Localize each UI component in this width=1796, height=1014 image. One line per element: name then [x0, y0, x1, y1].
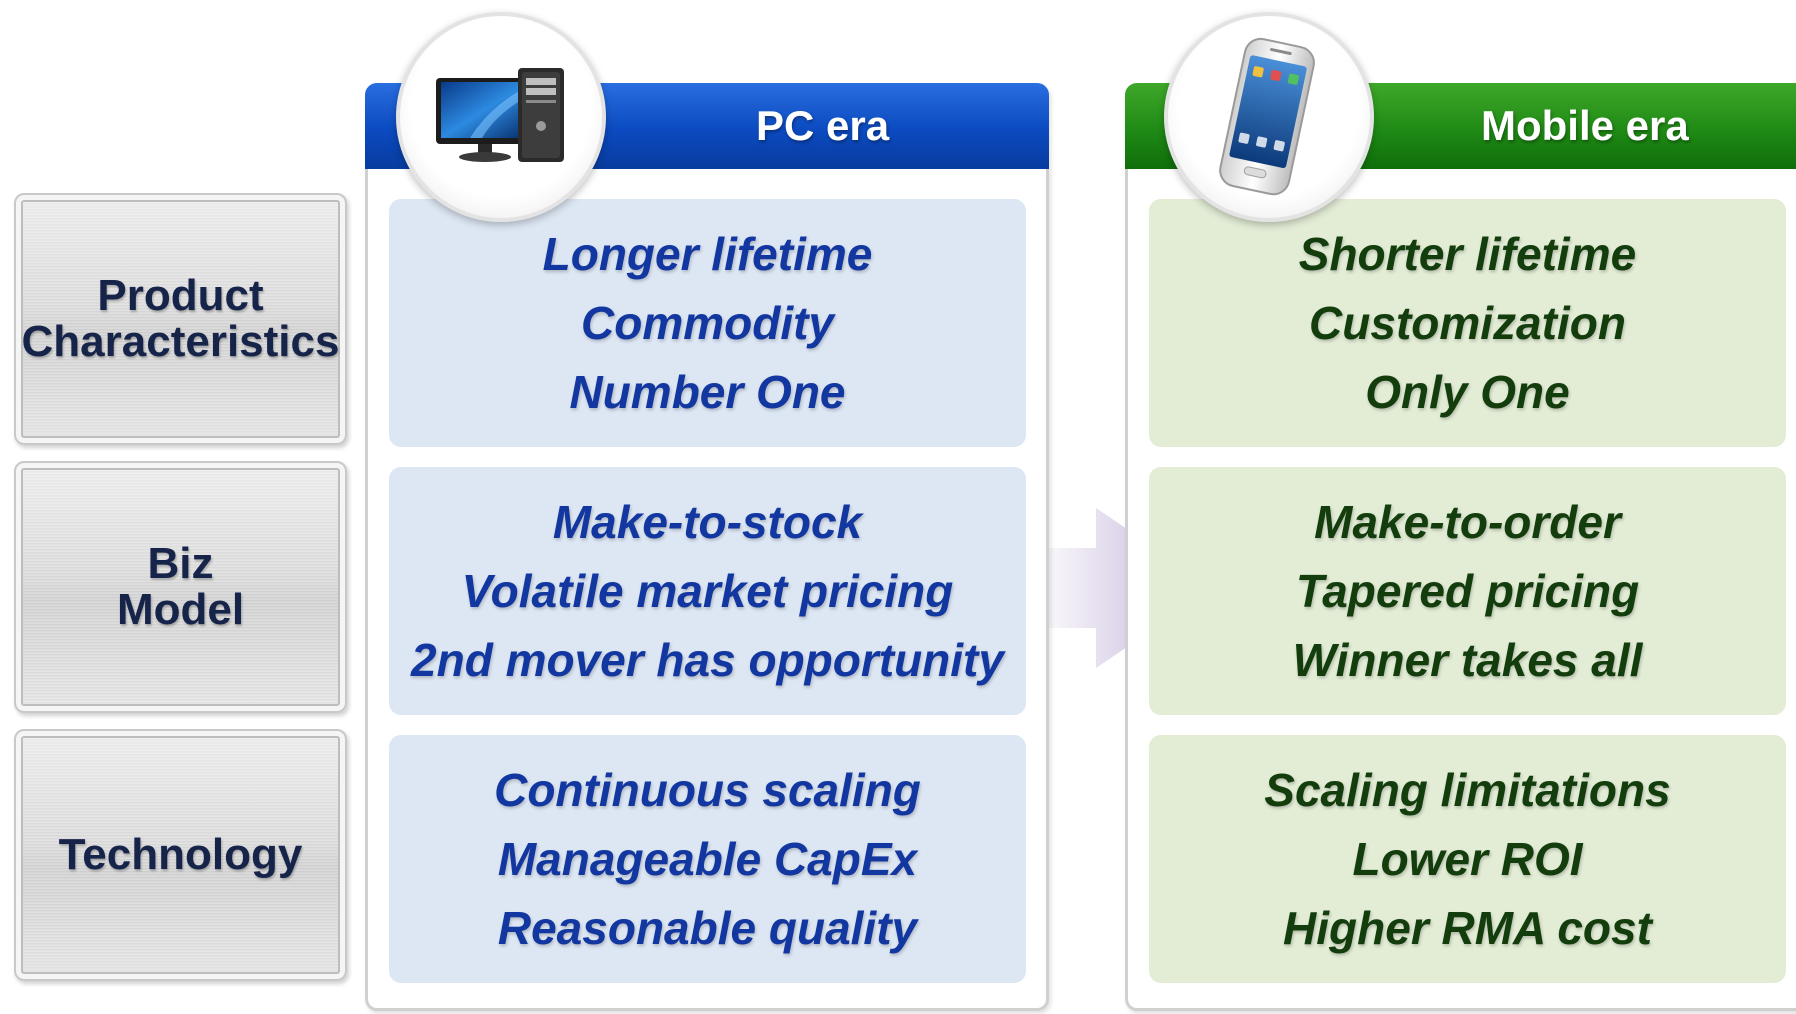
row-label-biz-model: Biz Model [14, 461, 347, 713]
mobile-era-panel: Mobile era Shorter lifetime Customizatio… [1125, 83, 1796, 1011]
cell-line: Higher RMA cost [1283, 901, 1652, 954]
pc-cell-product: Longer lifetime Commodity Number One [389, 199, 1026, 447]
row-label-technology: Technology [14, 729, 347, 981]
cell-line: Only One [1365, 365, 1570, 418]
pc-cell-technology: Continuous scaling Manageable CapEx Reas… [389, 735, 1026, 983]
cell-line: Make-to-order [1314, 495, 1621, 548]
cell-line: Lower ROI [1352, 832, 1583, 885]
smartphone-icon [1219, 37, 1315, 196]
cell-line: Commodity [581, 296, 834, 349]
mobile-cell-biz-model: Make-to-order Tapered pricing Winner tak… [1149, 467, 1786, 715]
mobile-badge [1164, 12, 1374, 222]
row-label-product-characteristics: Product Characteristics [14, 193, 347, 445]
pc-badge [396, 12, 606, 222]
cell-line: 2nd mover has opportunity [411, 633, 1004, 686]
row-label-text: Biz Model [116, 539, 245, 634]
cell-line: Reasonable quality [497, 901, 918, 954]
pc-era-panel: PC era Longer lifetime Commodity Number … [365, 83, 1049, 1011]
mobile-cell-technology: Scaling limitations Lower ROI Higher RMA… [1149, 735, 1786, 983]
cell-line: Winner takes all [1292, 633, 1643, 686]
cell-line: Continuous scaling [494, 763, 921, 816]
cell-line: Volatile market pricing [461, 564, 954, 617]
pc-cell-biz-model: Make-to-stock Volatile market pricing 2n… [389, 467, 1026, 715]
cell-line: Longer lifetime [542, 227, 873, 280]
cell-line: Make-to-stock [552, 495, 863, 548]
desktop-computer-icon [436, 68, 564, 162]
row-label-text: Product Characteristics [21, 271, 340, 366]
cell-line: Customization [1309, 296, 1626, 349]
cell-line: Manageable CapEx [497, 832, 918, 885]
mobile-era-title: Mobile era [1481, 102, 1689, 149]
cell-line: Shorter lifetime [1298, 227, 1637, 280]
cell-line: Tapered pricing [1295, 564, 1640, 617]
row-label-text: Technology [58, 830, 303, 879]
cell-line: Number One [569, 365, 846, 418]
mobile-cell-product: Shorter lifetime Customization Only One [1149, 199, 1786, 447]
cell-line: Scaling limitations [1264, 763, 1671, 816]
pc-era-title: PC era [756, 102, 890, 149]
